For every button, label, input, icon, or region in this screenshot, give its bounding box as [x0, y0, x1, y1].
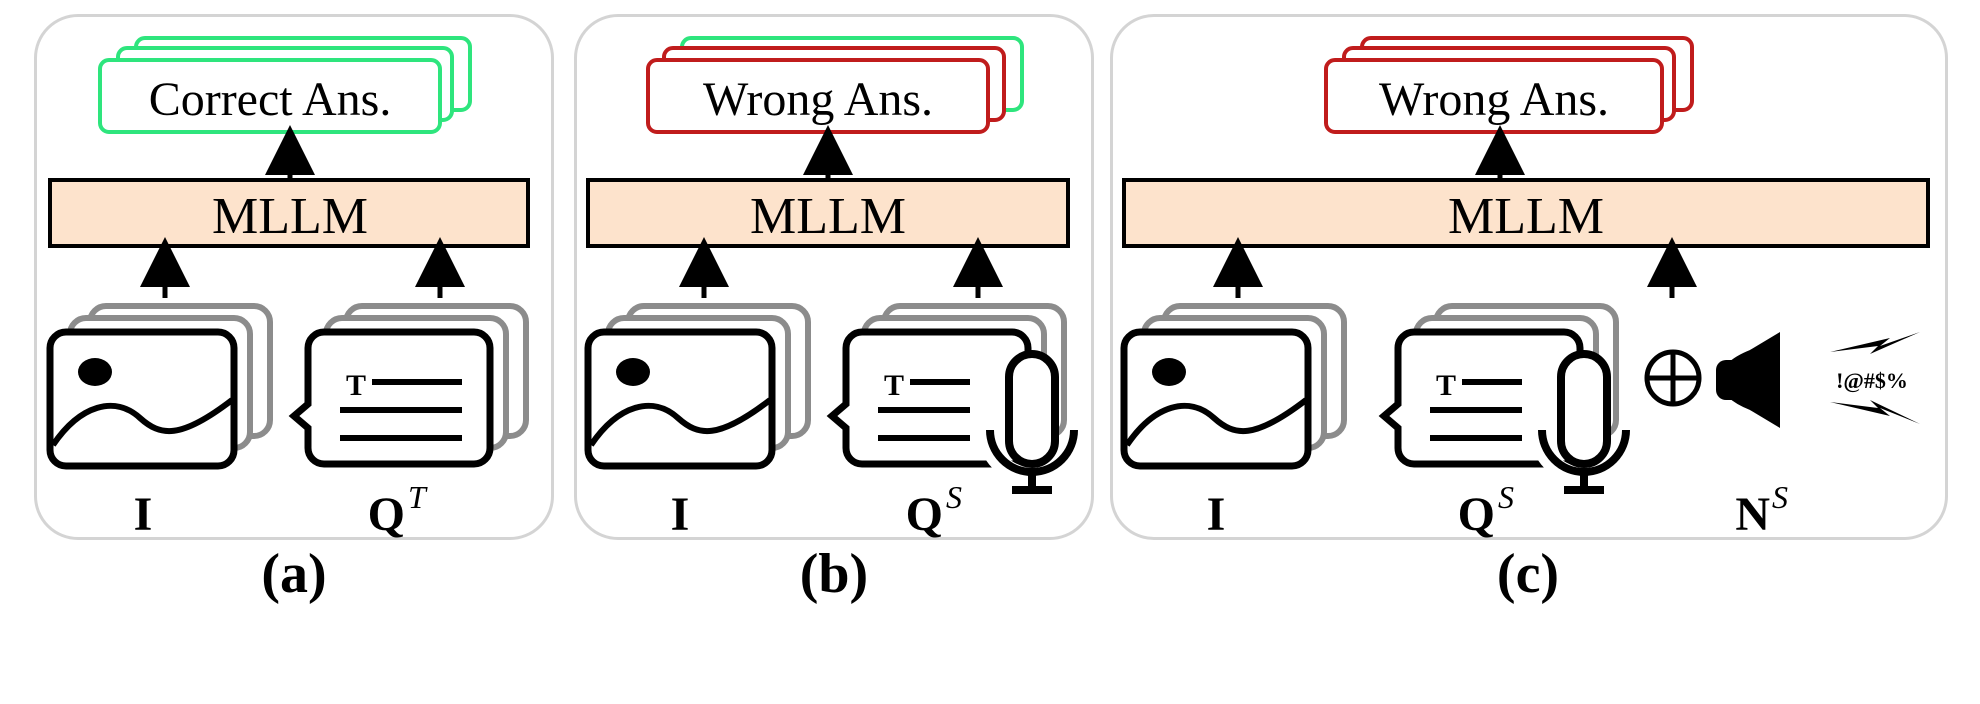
- question-sup-b: S: [946, 479, 962, 515]
- image-icon-c: [1120, 303, 1347, 470]
- svg-text:T: T: [884, 369, 904, 402]
- model-label-a: MLLM: [212, 188, 368, 245]
- question-sup-c: S: [1498, 479, 1514, 515]
- image-label-b: I: [671, 488, 690, 541]
- model-box-a: [48, 178, 530, 248]
- answer-label-b: Wrong Ans.: [703, 73, 933, 126]
- image-icon-b: [584, 303, 811, 470]
- question-sup-a: T: [408, 479, 428, 515]
- answer-stack-c: Wrong Ans.: [1324, 36, 1694, 134]
- question-icon-a: T: [288, 303, 529, 468]
- noise-label: N: [1735, 488, 1770, 541]
- panel-a-content: Correct Ans. MLLM T I Q T: [46, 36, 530, 541]
- model-box-b: [586, 178, 1070, 248]
- caption-b: (b): [799, 543, 869, 605]
- question-label-b: Q: [906, 488, 943, 541]
- caption-c: (c): [1496, 543, 1560, 605]
- image-label-c: I: [1207, 488, 1226, 541]
- oplus-icon: [1644, 349, 1702, 407]
- svg-text:T: T: [1436, 369, 1456, 402]
- answer-stack-b: Wrong Ans.: [646, 36, 1024, 134]
- microphone-icon-c: [1529, 350, 1639, 494]
- panel-c-content: Wrong Ans. MLLM T: [1120, 36, 1930, 541]
- answer-label-a: Correct Ans.: [149, 73, 392, 126]
- answer-stack-a: Correct Ans.: [98, 36, 472, 134]
- model-box-c: [1122, 178, 1930, 248]
- image-icon-a: [46, 303, 273, 470]
- image-label-a: I: [134, 488, 153, 541]
- noise-symbols: !@#$%: [1836, 368, 1908, 393]
- noise-sup: S: [1772, 479, 1788, 515]
- question-label-a: Q: [368, 488, 405, 541]
- microphone-icon-b: [977, 350, 1087, 494]
- question-label-c: Q: [1458, 488, 1495, 541]
- speaker-icon: [1716, 332, 1780, 428]
- noise-icon: !@#$%: [1830, 332, 1920, 424]
- svg-text:T: T: [346, 369, 366, 402]
- model-label-b: MLLM: [750, 188, 906, 245]
- answer-label-c: Wrong Ans.: [1379, 73, 1609, 126]
- model-label-c: MLLM: [1448, 188, 1604, 245]
- caption-a: (a): [261, 543, 327, 605]
- panel-b-content: Wrong Ans. MLLM T: [584, 36, 1087, 541]
